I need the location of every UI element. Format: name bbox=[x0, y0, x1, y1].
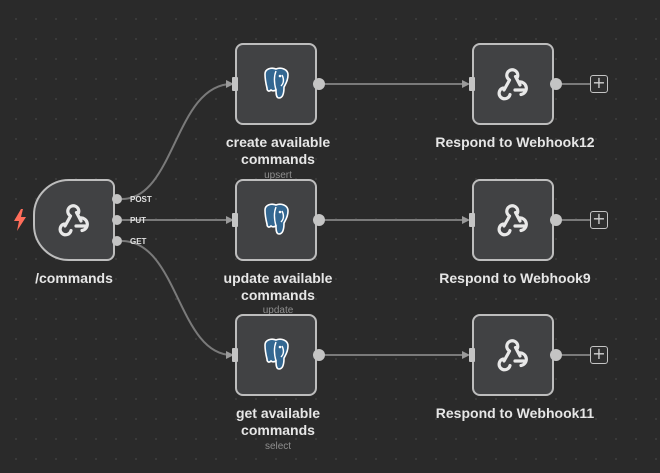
node-label-respond-to-webhook12: Respond to Webhook12 bbox=[435, 134, 595, 150]
output-label-put: PUT bbox=[130, 216, 146, 225]
input-handle-update[interactable] bbox=[232, 213, 238, 227]
output-handle-get[interactable] bbox=[112, 236, 122, 246]
lightning-bolt-icon bbox=[14, 209, 26, 231]
input-handle-respond11[interactable] bbox=[469, 348, 475, 362]
postgres-elephant-icon bbox=[264, 338, 289, 370]
arrowhead bbox=[226, 351, 234, 359]
node-create-available-commands[interactable] bbox=[235, 43, 317, 125]
add-node-button-respond9[interactable]: + bbox=[590, 211, 608, 229]
arrowhead bbox=[226, 80, 234, 88]
node-label-respond-to-webhook9: Respond to Webhook9 bbox=[439, 270, 591, 286]
add-node-button-respond12[interactable]: + bbox=[590, 75, 608, 93]
input-handle-respond9[interactable] bbox=[469, 213, 475, 227]
arrowhead bbox=[226, 216, 234, 224]
input-handle-get[interactable] bbox=[232, 348, 238, 362]
output-handle-create[interactable] bbox=[313, 78, 325, 90]
connection-post-to-create[interactable] bbox=[121, 83, 233, 200]
webhook-icon bbox=[58, 204, 89, 237]
webhook-icon bbox=[497, 339, 528, 372]
node-respond-to-webhook11[interactable] bbox=[472, 314, 554, 396]
output-label-get: GET bbox=[130, 237, 147, 246]
arrowhead bbox=[462, 351, 470, 359]
node-subtitle-create: upsert bbox=[264, 170, 292, 181]
node-label-create-available-commands: create available commands bbox=[225, 134, 331, 167]
node-update-available-commands[interactable] bbox=[235, 179, 317, 261]
node-label-respond-to-webhook11: Respond to Webhook11 bbox=[435, 405, 595, 421]
node-subtitle-get: select bbox=[264, 441, 292, 452]
output-handle-put[interactable] bbox=[112, 215, 122, 225]
output-handle-get-commands[interactable] bbox=[313, 349, 325, 361]
output-handle-respond9[interactable] bbox=[550, 214, 562, 226]
arrowhead bbox=[462, 216, 470, 224]
node-label-webhook-trigger: /commands bbox=[35, 270, 113, 286]
node-subtitle-update: update bbox=[262, 305, 294, 316]
arrowhead bbox=[462, 80, 470, 88]
node-label-update-available-commands: update available commands bbox=[223, 270, 333, 303]
input-handle-create[interactable] bbox=[232, 77, 238, 91]
node-get-available-commands[interactable] bbox=[235, 314, 317, 396]
input-handle-respond12[interactable] bbox=[469, 77, 475, 91]
webhook-icon bbox=[497, 68, 528, 101]
postgres-elephant-icon bbox=[264, 203, 289, 235]
connection-get-to-get[interactable] bbox=[121, 240, 233, 356]
node-label-get-available-commands: get available commands bbox=[235, 405, 321, 438]
add-node-button-respond11[interactable]: + bbox=[590, 346, 608, 364]
node-respond-to-webhook9[interactable] bbox=[472, 179, 554, 261]
output-handle-respond12[interactable] bbox=[550, 78, 562, 90]
output-label-post: POST bbox=[130, 195, 152, 204]
output-handle-post[interactable] bbox=[112, 194, 122, 204]
node-webhook-trigger[interactable] bbox=[33, 179, 115, 261]
webhook-icon bbox=[497, 204, 528, 237]
postgres-elephant-icon bbox=[264, 67, 289, 99]
node-respond-to-webhook12[interactable] bbox=[472, 43, 554, 125]
output-handle-respond11[interactable] bbox=[550, 349, 562, 361]
output-handle-update[interactable] bbox=[313, 214, 325, 226]
